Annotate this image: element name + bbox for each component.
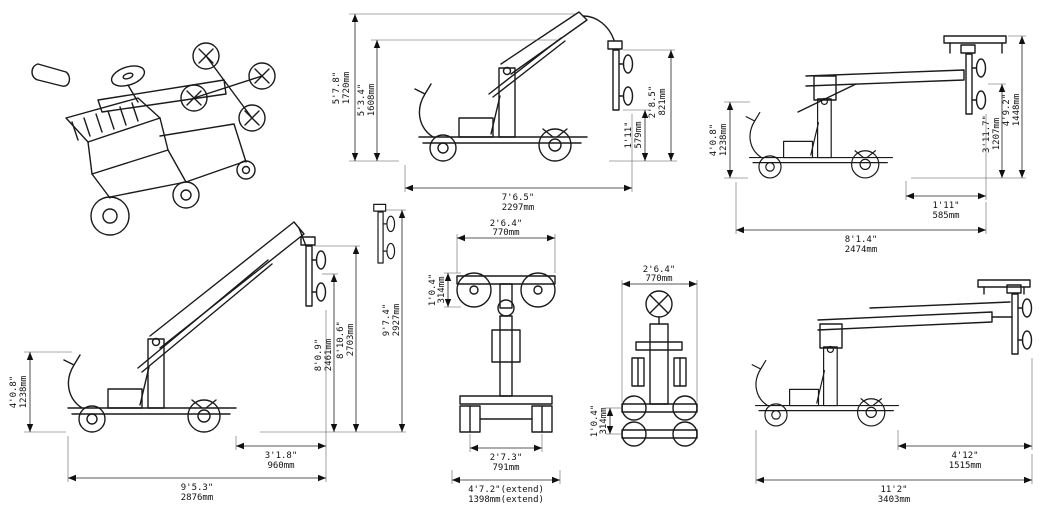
machine-cart <box>751 345 899 427</box>
machine-drawing <box>745 35 1007 179</box>
dim-arm-height-ft: 5'3.4" <box>357 84 367 117</box>
dim-lift-low-ft: 8'0.9" <box>314 339 324 372</box>
dimensions: 4'0.8" 1238mm 3'11.7" 1207mm 4'9.2" 1448… <box>709 35 1026 255</box>
view-side-arm-extended-up: 4'0.8" 1238mm 8'0.9" 2461mm 8'10.6" 2703… <box>9 203 406 502</box>
dim-overhang-ft: 3'1.8" <box>265 451 298 461</box>
dim-pad-top-mm: 1448mm <box>1012 94 1022 127</box>
dim-overall-length-ft: 8'1.4" <box>845 235 878 245</box>
dim-overall-length-mm: 2876mm <box>181 493 214 502</box>
dim-pad-width-ft: 2'6.4" <box>490 219 523 229</box>
dim-overall-length-ft: 7'6.5" <box>502 193 535 203</box>
view-side-arm-horizontal: 4'0.8" 1238mm 3'11.7" 1207mm 4'9.2" 1448… <box>709 35 1026 255</box>
dim-lift-low-mm: 2461mm <box>324 339 334 372</box>
dim-pad-gap-mm: 314mm <box>599 407 609 434</box>
dimensions: 4'12" 1515mm 11'2" 3403mm <box>755 358 1033 505</box>
dim-cart-height-mm: 1238mm <box>19 376 29 409</box>
view-side-arm-reach: 4'12" 1515mm 11'2" 3403mm <box>751 279 1033 505</box>
dim-pad-low-ft: 1'11" <box>624 121 634 148</box>
dim-arm-height-mm: 1608mm <box>367 84 377 117</box>
dim-lift-top-ft: 9'7.4" <box>382 304 392 337</box>
dim-reach-mm: 1515mm <box>949 461 982 471</box>
dim-overhang-mm: 960mm <box>267 461 294 471</box>
dim-overall-length-ft: 11'2" <box>880 485 907 495</box>
dim-pad-high-mm: 821mm <box>658 88 668 115</box>
dim-max-height-ft: 5'7.8" <box>332 72 342 105</box>
dim-pad-width-ft: 2'6.4" <box>643 265 676 275</box>
dim-cart-height-mm: 1238mm <box>719 124 729 157</box>
dim-lift-top-mm: 2927mm <box>392 304 402 337</box>
dim-cart-height-ft: 4'0.8" <box>9 376 19 409</box>
dim-pad-gap-mm: 314mm <box>437 276 447 303</box>
dim-pad-width-mm: 770mm <box>492 228 519 238</box>
machine-drawing <box>621 290 698 447</box>
dim-reach-ft: 4'12" <box>951 451 978 461</box>
dim-pad-gap-ft: 1'0.4" <box>428 274 438 307</box>
dim-overall-length-mm: 2297mm <box>502 203 535 213</box>
dim-overhang-mm: 585mm <box>932 211 959 221</box>
dim-overall-length-mm: 3403mm <box>878 495 911 505</box>
dim-track-mm: 791mm <box>492 463 519 473</box>
dim-lift-mid-mm: 2703mm <box>346 324 356 357</box>
dim-cart-height-ft: 4'0.8" <box>709 124 719 157</box>
view-top: 2'6.4" 770mm 1'0.4" 314mm <box>590 265 698 447</box>
machine-drawing <box>751 279 1033 427</box>
dim-max-height-mm: 1720mm <box>342 72 352 105</box>
machine-cart <box>745 97 893 179</box>
dim-pad-high-ft: 2'8.5" <box>648 86 658 119</box>
machine-cart <box>414 66 588 162</box>
vacuum-pad-assembly <box>1006 284 1033 355</box>
dimensions: 5'7.8" 1720mm 5'3.4" 1608mm 1'11" 579mm … <box>332 13 677 213</box>
view-isometric <box>31 42 276 236</box>
vacuum-pad-assembly <box>607 40 634 111</box>
dim-pad-low-mm: 579mm <box>634 121 644 148</box>
dim-pad-top-ft: 4'9.2" <box>1002 94 1012 127</box>
machine-drawing <box>456 272 556 433</box>
isometric-machine-drawing <box>31 42 276 236</box>
vacuum-pad-assembly-highest <box>373 203 396 264</box>
machine-drawing <box>63 203 396 433</box>
dimensions: 2'6.4" 770mm 1'0.4" 314mm <box>590 265 698 438</box>
dim-track-extended-mm: 1398mm(extend) <box>468 495 544 504</box>
dim-pad-gap-ft: 1'0.4" <box>590 405 600 438</box>
view-side-arm-raised: 5'7.8" 1720mm 5'3.4" 1608mm 1'11" 579mm … <box>332 11 677 213</box>
dimensions: 4'0.8" 1238mm 8'0.9" 2461mm 8'10.6" 2703… <box>9 209 406 502</box>
dim-track-ft: 2'7.3" <box>490 453 523 463</box>
vacuum-pad-assembly <box>300 236 327 307</box>
dim-lift-mid-ft: 8'10.6" <box>336 321 346 359</box>
view-front: 2'6.4" 770mm 1'0.4" 314mm 2'7.3" 791mm 4… <box>428 219 561 504</box>
dim-pad-center-ft: 3'11.7" <box>982 115 992 153</box>
dim-pad-width-mm: 770mm <box>645 274 672 284</box>
dim-overall-length-ft: 9'5.3" <box>181 483 214 493</box>
dim-track-extended-ft: 4'7.2"(extend) <box>468 485 544 495</box>
machine-drawing <box>414 11 634 162</box>
dim-overhang-ft: 1'11" <box>932 201 959 211</box>
dim-overall-length-mm: 2474mm <box>845 245 878 255</box>
dim-pad-center-mm: 1207mm <box>992 118 1002 151</box>
machine-cart <box>63 337 237 433</box>
dimensions: 2'6.4" 770mm 1'0.4" 314mm 2'7.3" 791mm 4… <box>428 219 561 504</box>
